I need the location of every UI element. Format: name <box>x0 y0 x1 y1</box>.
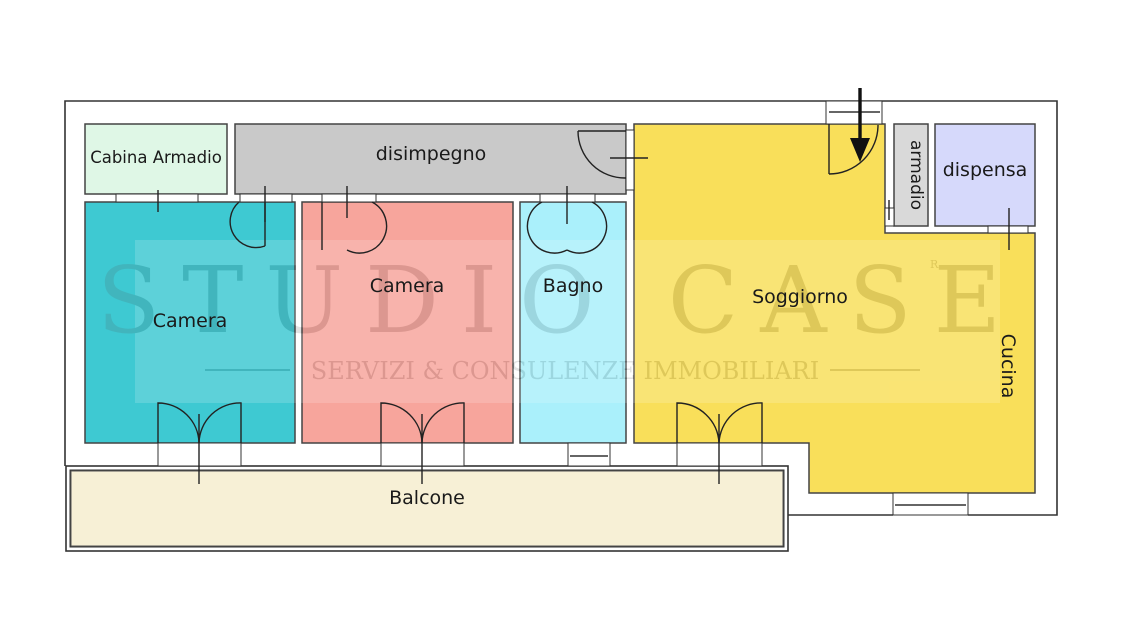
room-labels: Cabina Armadio disimpegno Camera Camera … <box>90 140 1027 509</box>
door-swings <box>157 124 1010 484</box>
label-bagno: Bagno <box>543 275 603 297</box>
room-armadio <box>893 123 929 227</box>
label-disimpegno: disimpegno <box>376 143 487 165</box>
outer-walls <box>64 100 1058 552</box>
label-balcone: Balcone <box>389 487 465 509</box>
label-soggiorno: Soggiorno <box>752 286 848 308</box>
watermark-tagline: SERVIZI & CONSULENZE IMMOBILIARI <box>311 357 819 385</box>
room-dispensa <box>934 123 1036 227</box>
label-cabina-armadio: Cabina Armadio <box>90 148 222 167</box>
arrow-down-icon <box>850 88 870 162</box>
room-disimpegno <box>234 123 627 195</box>
watermark: STUDIO CASE R SERVIZI & CONSULENZE IMMOB… <box>97 240 1023 403</box>
label-dispensa: dispensa <box>943 159 1028 181</box>
window-lines <box>570 111 966 506</box>
watermark-registered: R <box>930 258 939 271</box>
label-camera-1: Camera <box>153 310 228 332</box>
label-camera-2: Camera <box>370 275 445 297</box>
room-cabina-armadio <box>84 123 228 195</box>
label-cucina: Cucina <box>997 334 1019 399</box>
watermark-brand: STUDIO CASE <box>97 247 1023 354</box>
room-balcone <box>70 470 784 547</box>
label-armadio: armadio <box>906 140 926 210</box>
